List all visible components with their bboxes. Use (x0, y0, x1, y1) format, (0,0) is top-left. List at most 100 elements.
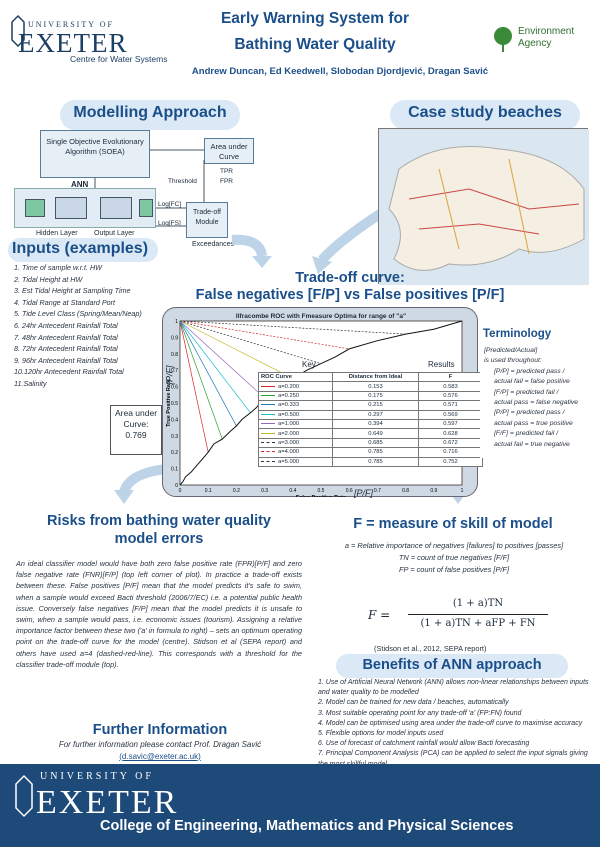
x-tick-label: 0.8 (402, 488, 409, 494)
case-study-title: Case study beaches (408, 104, 562, 121)
exceedances-label: Exceedances (192, 241, 235, 248)
footer-uni-big: EXETER (36, 784, 179, 821)
benefits-cloud (336, 654, 568, 678)
x-axis-label: False Positive Rate (296, 495, 346, 497)
optimum-line (179, 320, 237, 427)
legend-swatch (261, 451, 275, 453)
series-label-cell: a=0.500 (258, 409, 333, 420)
legend-swatch (261, 432, 275, 434)
terminology-box: [Predicted/Actual] is used throughout: [… (480, 346, 590, 458)
term-line: actual fail = false positive (494, 378, 570, 386)
y-tick-label: 0.2 (171, 450, 178, 456)
further-text: For further information please contact P… (58, 740, 262, 749)
fmeasure-formula: F = (1 + a)TN (1 + a)TN + aFP + FN (368, 598, 568, 638)
email-address[interactable]: (d.savic@exeter.ac.uk) (119, 752, 201, 761)
inputs-list: 1. Time of sample w.r.t. HW 2. Tidal Hei… (14, 262, 184, 390)
centre-text: Centre for Water Systems (70, 54, 168, 64)
series-label-cell: a=2.000 (258, 428, 333, 439)
inputs-cloud (8, 238, 158, 262)
x-tick-label: 0.1 (205, 488, 212, 494)
series-label: a=0.500 (278, 411, 300, 418)
distance-cell: 0.785 (332, 447, 419, 458)
optimum-line (179, 320, 223, 440)
table-header-cell: ROC Curve (258, 371, 333, 383)
term-line: [F/P] = predicted fail / (494, 388, 559, 396)
list-item: 2. Tidal Height at HW (14, 274, 83, 284)
ann-label: ANN (71, 180, 89, 189)
series-label: a=1.000 (278, 421, 300, 428)
distance-cell: 0.153 (332, 381, 419, 392)
output-block (100, 197, 132, 219)
def-line: a = Relative importance of negatives [fa… (344, 541, 564, 550)
term-line: is used throughout: (484, 357, 542, 365)
exeter-crest-icon (11, 14, 25, 48)
formula-denominator: (1 + a)TN + aFP + FN (420, 618, 536, 629)
series-label-cell: a=3.000 (258, 437, 333, 449)
list-item: 7. 48hr Antecedent Rainfall Total (14, 332, 118, 342)
list-item: 1. Time of sample w.r.t. HW (14, 263, 102, 272)
logfs-label: Log[FS] (158, 220, 181, 227)
tpr-label: TPR (220, 168, 233, 175)
uni-big-text: EXETER (18, 28, 128, 58)
logfc-label: Log[FC] (158, 201, 182, 208)
table-header-row: ROC Curve Distance from Ideal F (258, 371, 483, 383)
hidden-block (55, 197, 87, 219)
leaf-icon (494, 27, 512, 52)
case-study-map (378, 128, 589, 285)
y-axis-label: True Positive Rate (166, 379, 172, 427)
hidden-layer-label: Hidden Layer (36, 230, 78, 237)
y-tick-label: 1 (175, 319, 178, 325)
formula-numerator: (1 + a)TN (452, 598, 504, 609)
x-tick-label: 0 (179, 488, 182, 494)
x-tick-label: 0.6 (346, 488, 353, 494)
benefits-title: Benefits of ANN approach (362, 657, 542, 673)
fpr-label: FPR (220, 178, 233, 185)
optimum-line (179, 320, 265, 399)
ea-line2: Agency (518, 38, 552, 49)
distance-cell: 0.215 (332, 400, 419, 411)
distance-cell: 0.785 (332, 456, 419, 467)
term-line: [Predicted/Actual] (484, 347, 538, 354)
college-name: College of Engineering, Mathematics and … (100, 818, 514, 834)
environment-agency-logo: Environment Agency (492, 22, 592, 62)
auc-callout: Area under Curve: 0.769 (110, 405, 162, 455)
auc-box: Area under Curve (204, 138, 254, 164)
list-item: 3. Most suitable operating point for any… (318, 709, 522, 717)
authors: Andrew Duncan, Ed Keedwell, Slobodan Djo… (191, 66, 489, 77)
y-tick-label: 0.5 (171, 401, 178, 407)
optimum-line (179, 320, 251, 414)
tradeoff-title-line2: False negatives [F/P] vs False positives… (195, 287, 505, 303)
distance-cell: 0.175 (332, 390, 419, 402)
results-header: Results (428, 360, 455, 369)
series-label-cell: a=5.000 (258, 456, 333, 467)
series-label: a=0.333 (278, 402, 300, 409)
f-cell: 0.571 (418, 400, 483, 411)
term-line: [F/F] = predicted fail / (494, 430, 559, 438)
list-item: 3. Est Tidal Height at Sampling Time (14, 286, 131, 296)
series-label: a=0.250 (278, 392, 300, 399)
distance-cell: 0.394 (332, 418, 419, 430)
page-title: Early Warning System for Bathing Water Q… (190, 6, 440, 58)
series-label: a=3.000 (278, 439, 300, 446)
further-title: Further Information (92, 722, 228, 738)
term-line: [P/P] = predicted pass / (494, 367, 565, 375)
output-layer-label: Output Layer (94, 230, 135, 237)
list-item: 6. Use of forecast of catchment rainfall… (318, 740, 530, 748)
terminology-title: Terminology (483, 328, 552, 340)
optimum-line (179, 320, 406, 335)
soea-box: Single Objective Evolutionary Algorithm … (40, 130, 150, 178)
footer-uni-small: UNIVERSITY OF (40, 771, 154, 782)
fraction-bar (408, 614, 548, 615)
f-cell: 0.716 (418, 447, 483, 458)
series-label-cell: a=0.333 (258, 400, 333, 411)
ea-line1: Environment (518, 26, 575, 37)
title-line1: Early Warning System for (220, 10, 410, 27)
modelling-cloud (60, 100, 240, 130)
email-link[interactable]: (d.savic@exeter.ac.uk) (20, 752, 300, 761)
